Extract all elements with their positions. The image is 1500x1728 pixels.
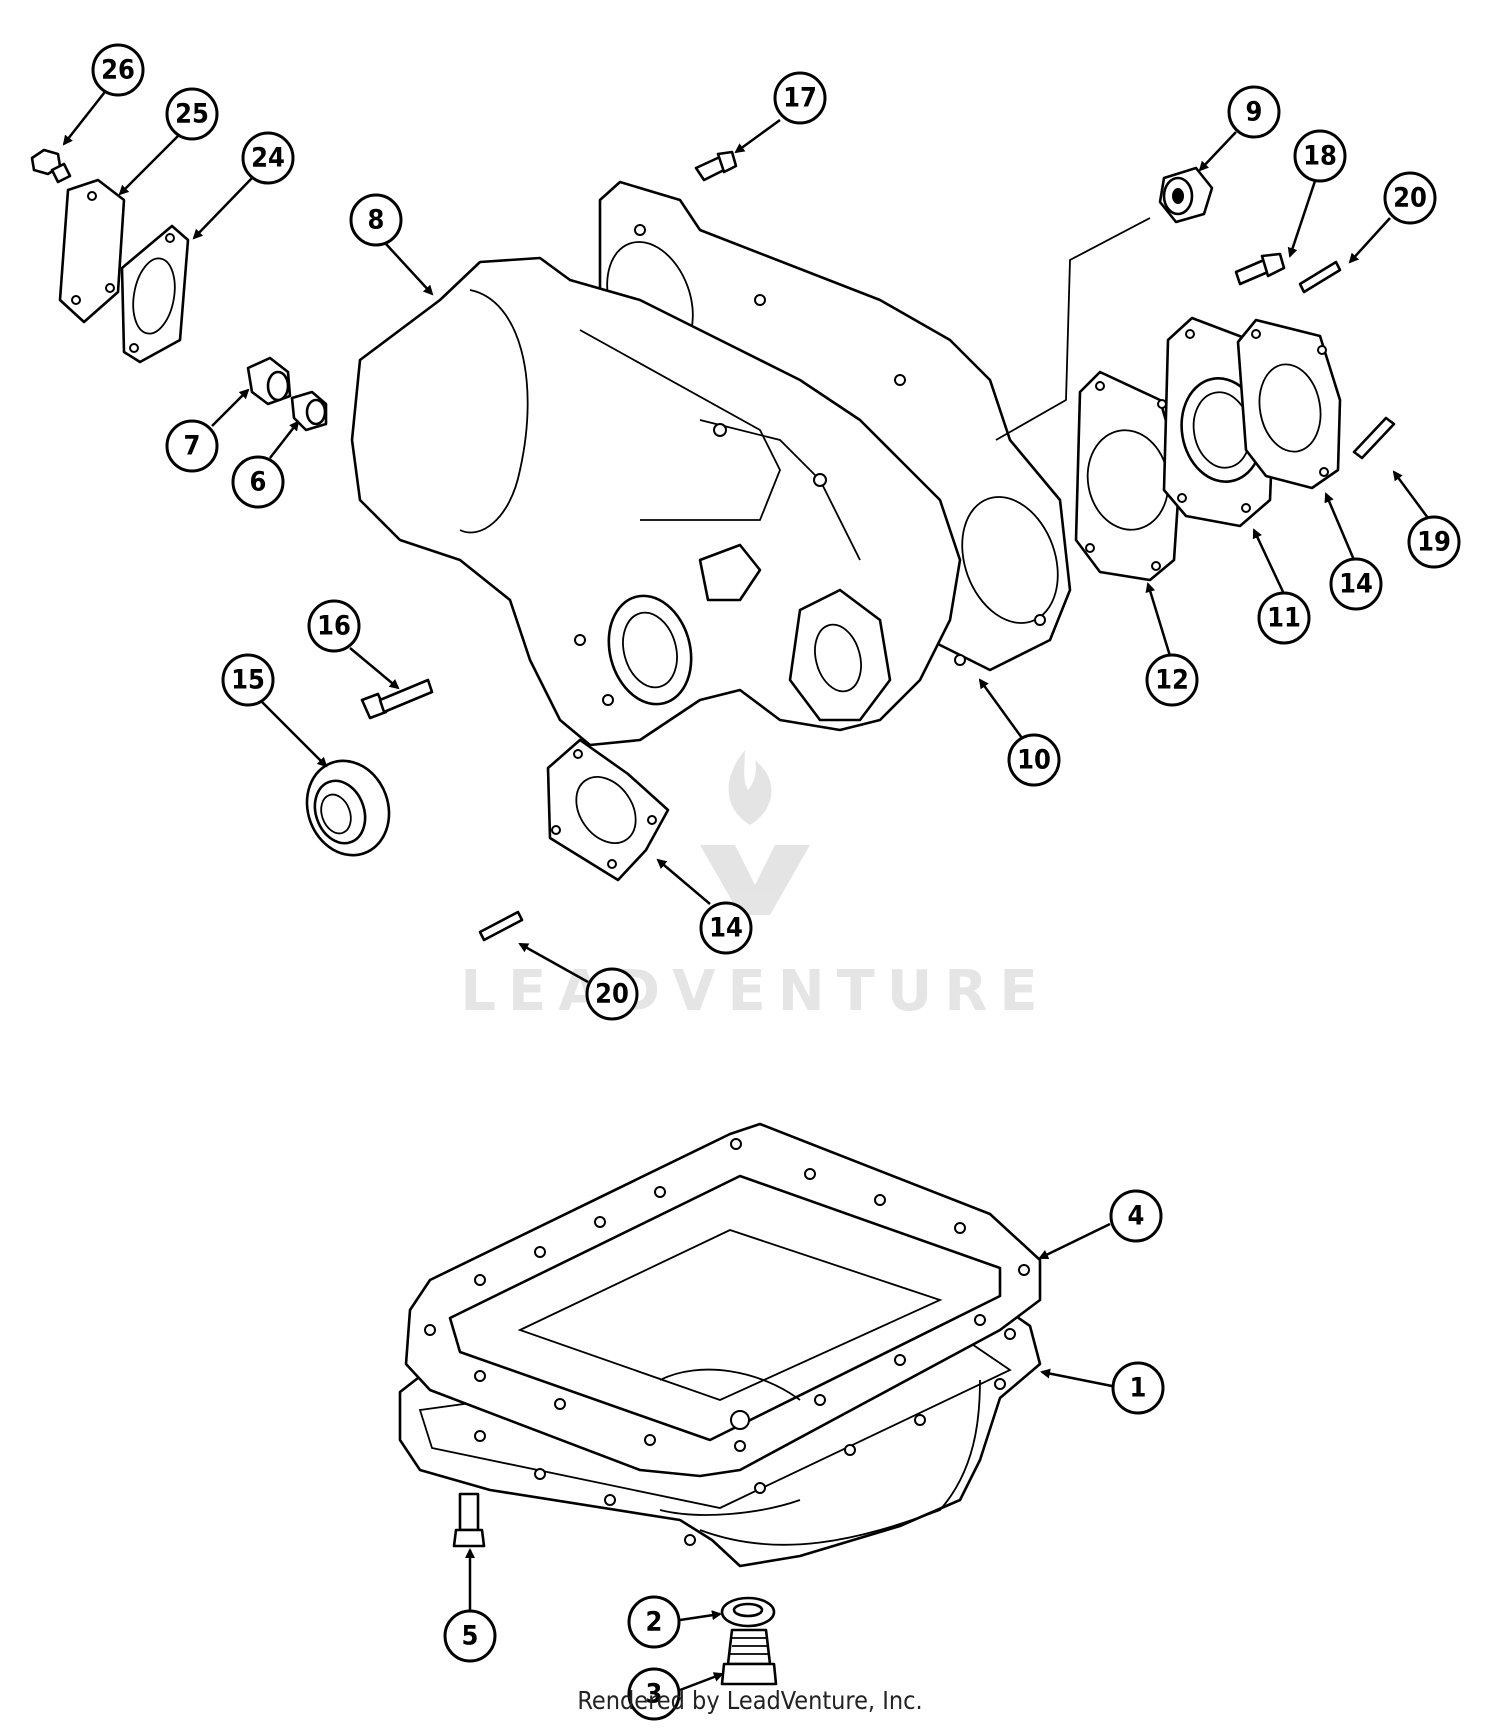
part-14-gasket-lower — [546, 738, 670, 882]
part-24-gasket — [120, 224, 190, 364]
svg-text:11: 11 — [1267, 603, 1301, 634]
svg-text:12: 12 — [1155, 665, 1189, 696]
part-4-pan-gasket — [404, 1122, 1042, 1478]
callout-6: 6 — [231, 420, 300, 509]
part-5-bolt — [452, 1492, 486, 1548]
callout-7: 7 — [165, 388, 250, 473]
svg-text:26: 26 — [101, 55, 135, 86]
part-17-bolt — [694, 150, 738, 182]
callout-4: 4 — [1038, 1189, 1163, 1260]
svg-text:3: 3 — [646, 1679, 663, 1710]
callout-9: 9 — [1198, 85, 1281, 172]
part-18-bolt — [1234, 252, 1286, 286]
svg-text:9: 9 — [1246, 97, 1263, 128]
part-6-bushing — [290, 390, 328, 432]
part-9-bearing — [1158, 166, 1214, 224]
callout-14-lower: 14 — [656, 858, 753, 955]
svg-text:1: 1 — [1130, 1373, 1147, 1404]
svg-text:10: 10 — [1017, 745, 1051, 776]
part-14-gasket-right — [1236, 318, 1342, 490]
callout-15: 15 — [221, 653, 328, 768]
callout-24: 24 — [192, 131, 295, 240]
callout-20: 20 — [1348, 171, 1437, 264]
callout-26: 26 — [62, 43, 145, 146]
callout-12: 12 — [1145, 582, 1199, 707]
svg-text:18: 18 — [1303, 141, 1337, 172]
callout-8: 8 — [349, 193, 434, 296]
callouts: 26 25 24 17 8 9 18 — [62, 43, 1461, 1721]
callout-25: 25 — [118, 87, 219, 196]
svg-text:16: 16 — [317, 611, 351, 642]
part-12-gasket — [1074, 370, 1182, 582]
callout-19: 19 — [1392, 470, 1461, 569]
svg-text:7: 7 — [184, 431, 201, 462]
callout-1: 1 — [1040, 1361, 1165, 1415]
callout-14-right: 14 — [1324, 492, 1383, 611]
svg-text:19: 19 — [1417, 527, 1451, 558]
svg-text:14: 14 — [1339, 569, 1373, 600]
part-15-seal — [305, 759, 391, 857]
part-3-drain-plug — [720, 1628, 778, 1686]
part-7-bushing — [246, 356, 292, 406]
watermark-text: LEADVENTURE — [460, 959, 1049, 1024]
callout-10: 10 — [978, 678, 1061, 787]
svg-text:2: 2 — [646, 1607, 663, 1638]
reference-line-9 — [995, 217, 1151, 441]
part-20-stud-lower — [478, 910, 524, 942]
callout-11: 11 — [1252, 528, 1311, 645]
callout-20-lower: 20 — [518, 942, 639, 1021]
svg-text:5: 5 — [462, 1621, 479, 1652]
part-26-bolt — [30, 148, 72, 184]
svg-text:24: 24 — [251, 143, 285, 174]
part-20-stud — [1298, 260, 1342, 294]
svg-text:6: 6 — [250, 467, 267, 498]
svg-text:17: 17 — [783, 83, 817, 114]
callout-3: 3 — [627, 1667, 724, 1721]
footer-credit: Rendered by LeadVenture, Inc. — [577, 1686, 923, 1715]
svg-text:4: 4 — [1128, 1201, 1145, 1232]
svg-text:15: 15 — [231, 665, 265, 696]
callout-5: 5 — [443, 1548, 497, 1663]
part-19-stud — [1352, 416, 1396, 460]
part-25-cover-plate — [58, 178, 126, 324]
svg-text:20: 20 — [595, 979, 629, 1010]
svg-text:25: 25 — [175, 99, 209, 130]
svg-text:14: 14 — [709, 913, 743, 944]
part-2-washer — [720, 1596, 776, 1628]
part-16-bolt — [360, 678, 434, 720]
svg-text:20: 20 — [1393, 183, 1427, 214]
watermark-logo — [700, 750, 810, 915]
svg-text:8: 8 — [368, 205, 385, 236]
callout-17: 17 — [734, 71, 827, 154]
callout-16: 16 — [307, 599, 400, 690]
callout-18: 18 — [1287, 129, 1347, 258]
part-8-housing — [350, 256, 962, 747]
callout-2: 2 — [627, 1595, 722, 1649]
